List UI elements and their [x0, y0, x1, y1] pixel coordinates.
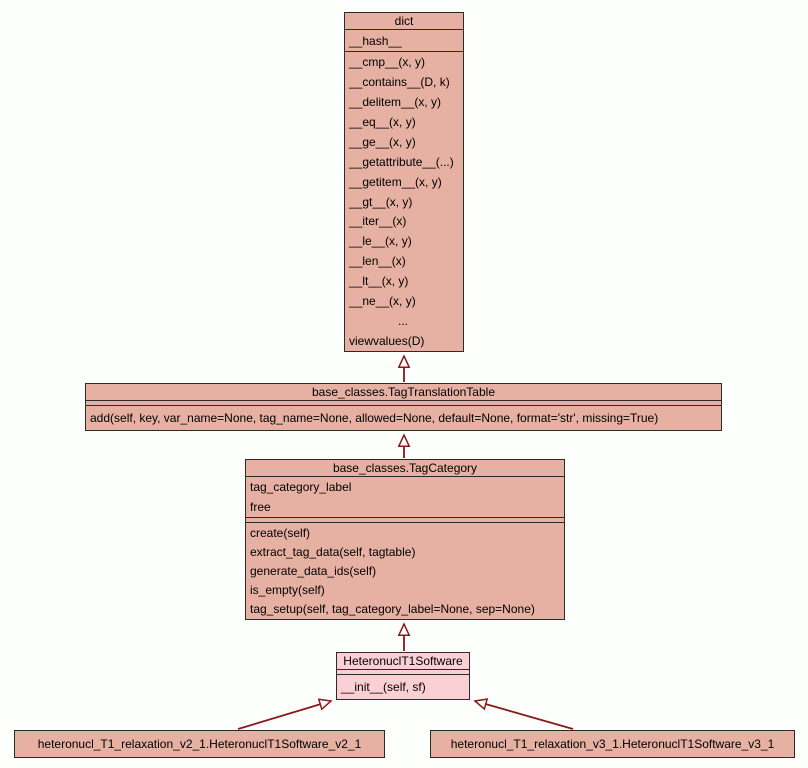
class-title: HeteronuclT1Software	[337, 653, 469, 670]
class-title: heteronucl_T1_relaxation_v3_1.Heteronucl…	[450, 737, 775, 751]
method-row: __delitem__(x, y)	[349, 94, 442, 109]
attribute-row: __hash__	[349, 33, 402, 48]
edge-v2-to-hts	[237, 701, 331, 730]
method-row: tag_setup(self, tag_category_label=None,…	[250, 602, 535, 617]
method-row: __ge__(x, y)	[349, 134, 416, 149]
class-methods: add(self, key, var_name=None, tag_name=N…	[86, 406, 721, 430]
attributes-methods-divider	[246, 518, 564, 523]
class-methods: __cmp__(x, y) __contains__(D, k) __delitem…	[345, 52, 463, 351]
method-row: add(self, key, var_name=None, tag_name=N…	[90, 411, 659, 425]
empty-attributes-compartment	[337, 670, 469, 675]
class-box-heteronucl-t1-software-v2-1[interactable]: heteronucl_T1_relaxation_v2_1.Heteronucl…	[14, 730, 385, 758]
method-row: generate_data_ids(self)	[250, 564, 377, 578]
method-row: extract_tag_data(self, tagtable)	[250, 544, 416, 559]
method-row: __len__(x)	[349, 254, 406, 269]
attribute-row: tag_category_label	[250, 480, 352, 494]
method-row: viewvalues(D)	[349, 334, 425, 349]
class-title: dict	[345, 13, 463, 30]
class-title: base_classes.TagTranslationTable	[86, 384, 721, 401]
method-row: __gt__(x, y)	[349, 194, 413, 209]
method-row: create(self)	[250, 525, 311, 540]
method-row: __lt__(x, y)	[349, 274, 409, 289]
method-row: __getitem__(x, y)	[349, 174, 442, 189]
attribute-row: free	[250, 500, 271, 514]
empty-attributes-compartment	[86, 401, 721, 406]
class-attributes: __hash__	[345, 30, 463, 52]
class-box-dict[interactable]: dict __hash__ __cmp__(x, y) __contains__(…	[344, 12, 464, 352]
class-box-tag-category[interactable]: base_classes.TagCategory tag_category_la…	[245, 459, 565, 620]
class-methods: create(self) extract_tag_data(self, tagta…	[246, 523, 564, 619]
method-row: __getattribute__(...)	[349, 154, 454, 169]
class-methods: __init__(self, sf)	[337, 675, 469, 699]
method-row: __eq__(x, y)	[349, 114, 416, 129]
method-row: is_empty(self)	[250, 583, 325, 598]
edge-v3-to-hts	[475, 701, 574, 730]
class-box-heteronucl-t1-software[interactable]: HeteronuclT1Software __init__(self, sf)	[336, 652, 470, 700]
method-row: __le__(x, y)	[349, 234, 412, 249]
class-box-tag-translation-table[interactable]: base_classes.TagTranslationTable add(sel…	[85, 383, 722, 431]
class-title: heteronucl_T1_relaxation_v2_1.Heteronucl…	[37, 737, 362, 751]
method-row: ...	[397, 314, 408, 329]
class-box-heteronucl-t1-software-v3-1[interactable]: heteronucl_T1_relaxation_v3_1.Heteronucl…	[430, 730, 795, 758]
method-row: __contains__(D, k)	[349, 74, 450, 89]
class-title: base_classes.TagCategory	[246, 460, 564, 477]
method-row: __ne__(x, y)	[349, 294, 416, 309]
method-row: __init__(self, sf)	[341, 680, 426, 694]
method-row: __cmp__(x, y)	[349, 54, 426, 69]
method-row: __iter__(x)	[349, 214, 407, 229]
